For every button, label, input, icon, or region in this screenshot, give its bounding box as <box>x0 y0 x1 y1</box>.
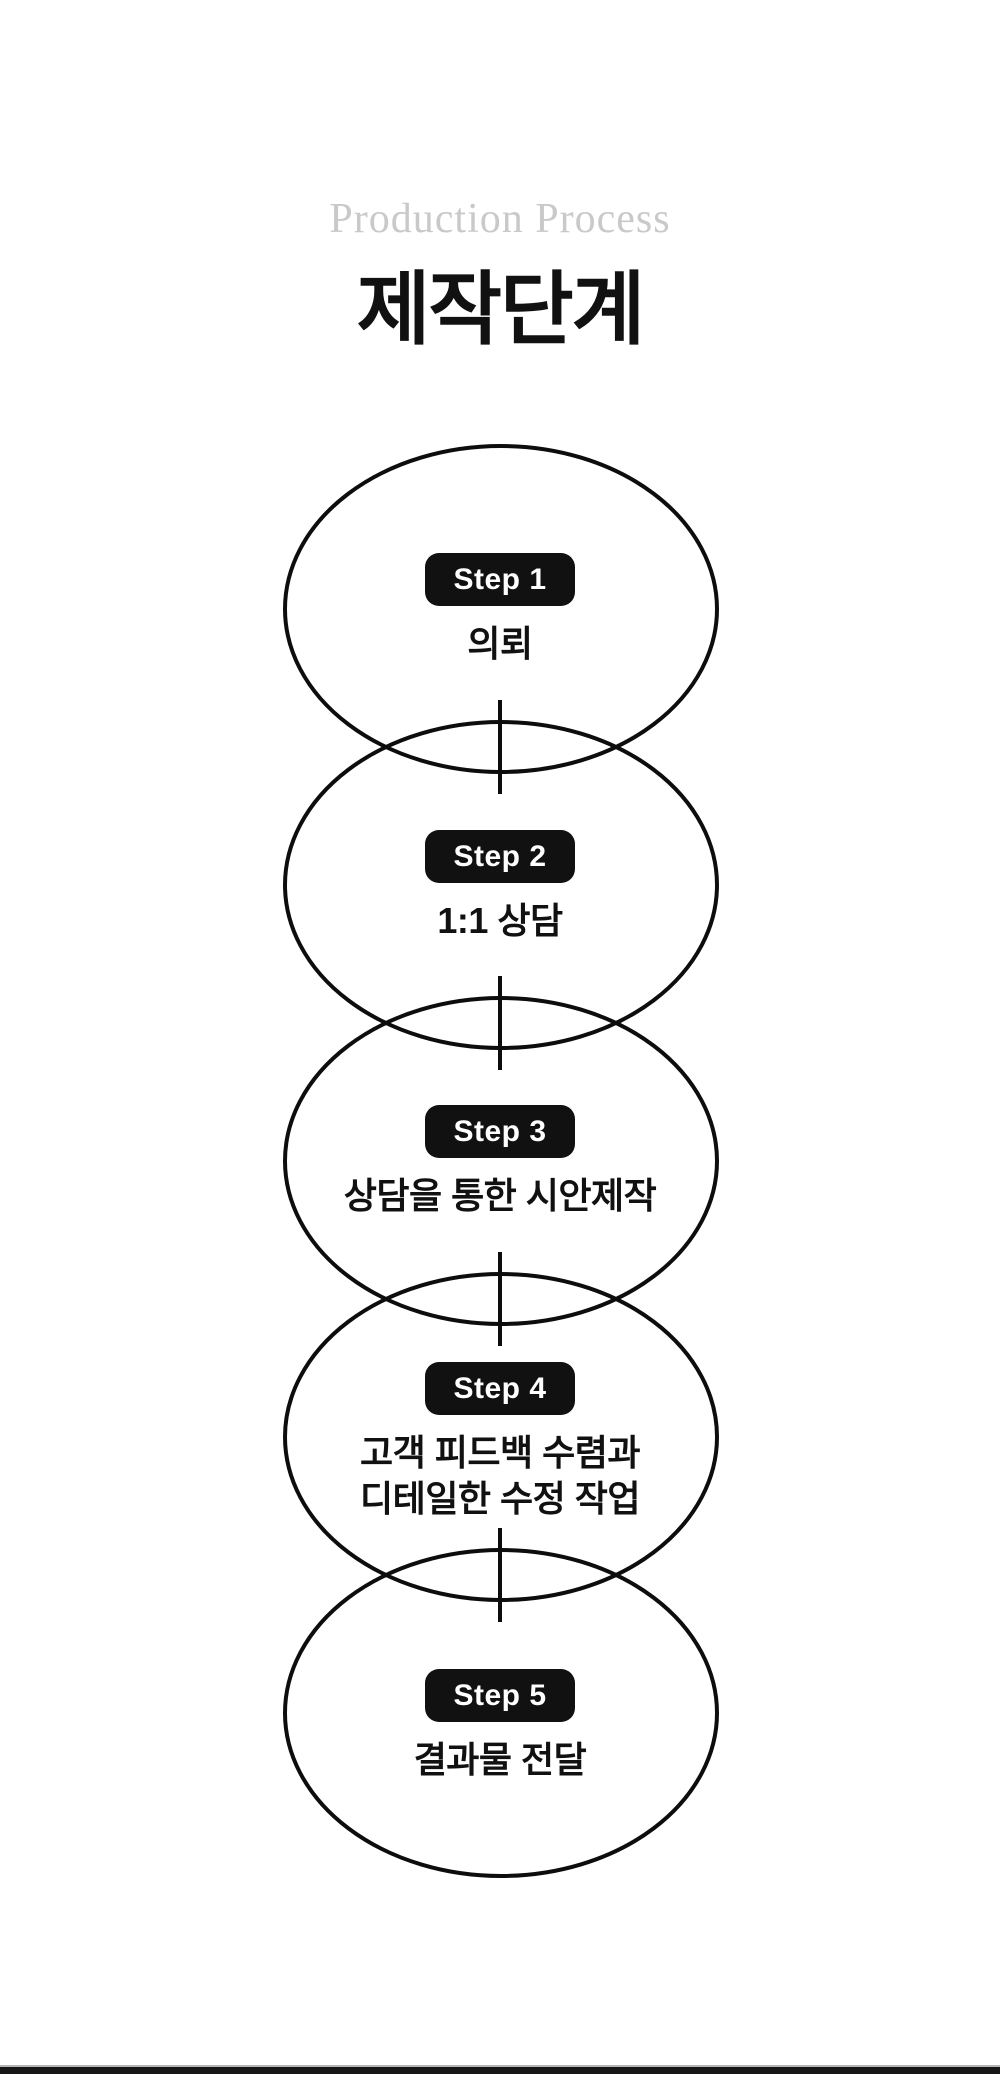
step3-badge-label: Step 3 <box>453 1114 547 1148</box>
step5-description: 결과물 전달 <box>414 1737 587 1783</box>
step4-badge-label: Step 4 <box>453 1371 547 1405</box>
step1-description-line: 의뢰 <box>467 623 533 664</box>
step-block-5: Step 5 결과물 전달 <box>0 1669 1000 1783</box>
step4-description-line-1: 고객 피드백 수렴과 <box>360 1432 640 1473</box>
step3-badge: Step 3 <box>425 1105 575 1158</box>
step5-description-line: 결과물 전달 <box>413 1739 587 1780</box>
page-subtitle: Production Process <box>329 196 671 242</box>
step4-badge: Step 4 <box>425 1362 575 1415</box>
step3-description: 상담을 통한 시안제작 <box>344 1173 657 1219</box>
step2-description-line: 1:1 상담 <box>437 900 563 941</box>
page-title: 제작단계 <box>356 265 645 354</box>
step1-badge: Step 1 <box>425 553 575 606</box>
step3-description-line: 상담을 통한 시안제작 <box>343 1175 657 1216</box>
step4-description: 고객 피드백 수렴과 디테일한 수정 작업 <box>360 1430 640 1522</box>
step2-description: 1:1 상담 <box>437 898 563 944</box>
step5-badge-label: Step 5 <box>453 1678 547 1712</box>
step-block-1: Step 1 의뢰 <box>0 553 1000 667</box>
step-block-3: Step 3 상담을 통한 시안제작 <box>0 1105 1000 1219</box>
step2-badge-label: Step 2 <box>453 839 547 873</box>
step-block-4: Step 4 고객 피드백 수렴과 디테일한 수정 작업 <box>0 1362 1000 1522</box>
bottom-edge-bar <box>0 2065 1000 2074</box>
step4-description-line-2: 디테일한 수정 작업 <box>360 1478 640 1519</box>
step5-badge: Step 5 <box>425 1669 575 1722</box>
step1-description: 의뢰 <box>467 621 533 667</box>
step1-badge-label: Step 1 <box>453 562 547 596</box>
step-block-2: Step 2 1:1 상담 <box>0 830 1000 944</box>
step2-badge: Step 2 <box>425 830 575 883</box>
